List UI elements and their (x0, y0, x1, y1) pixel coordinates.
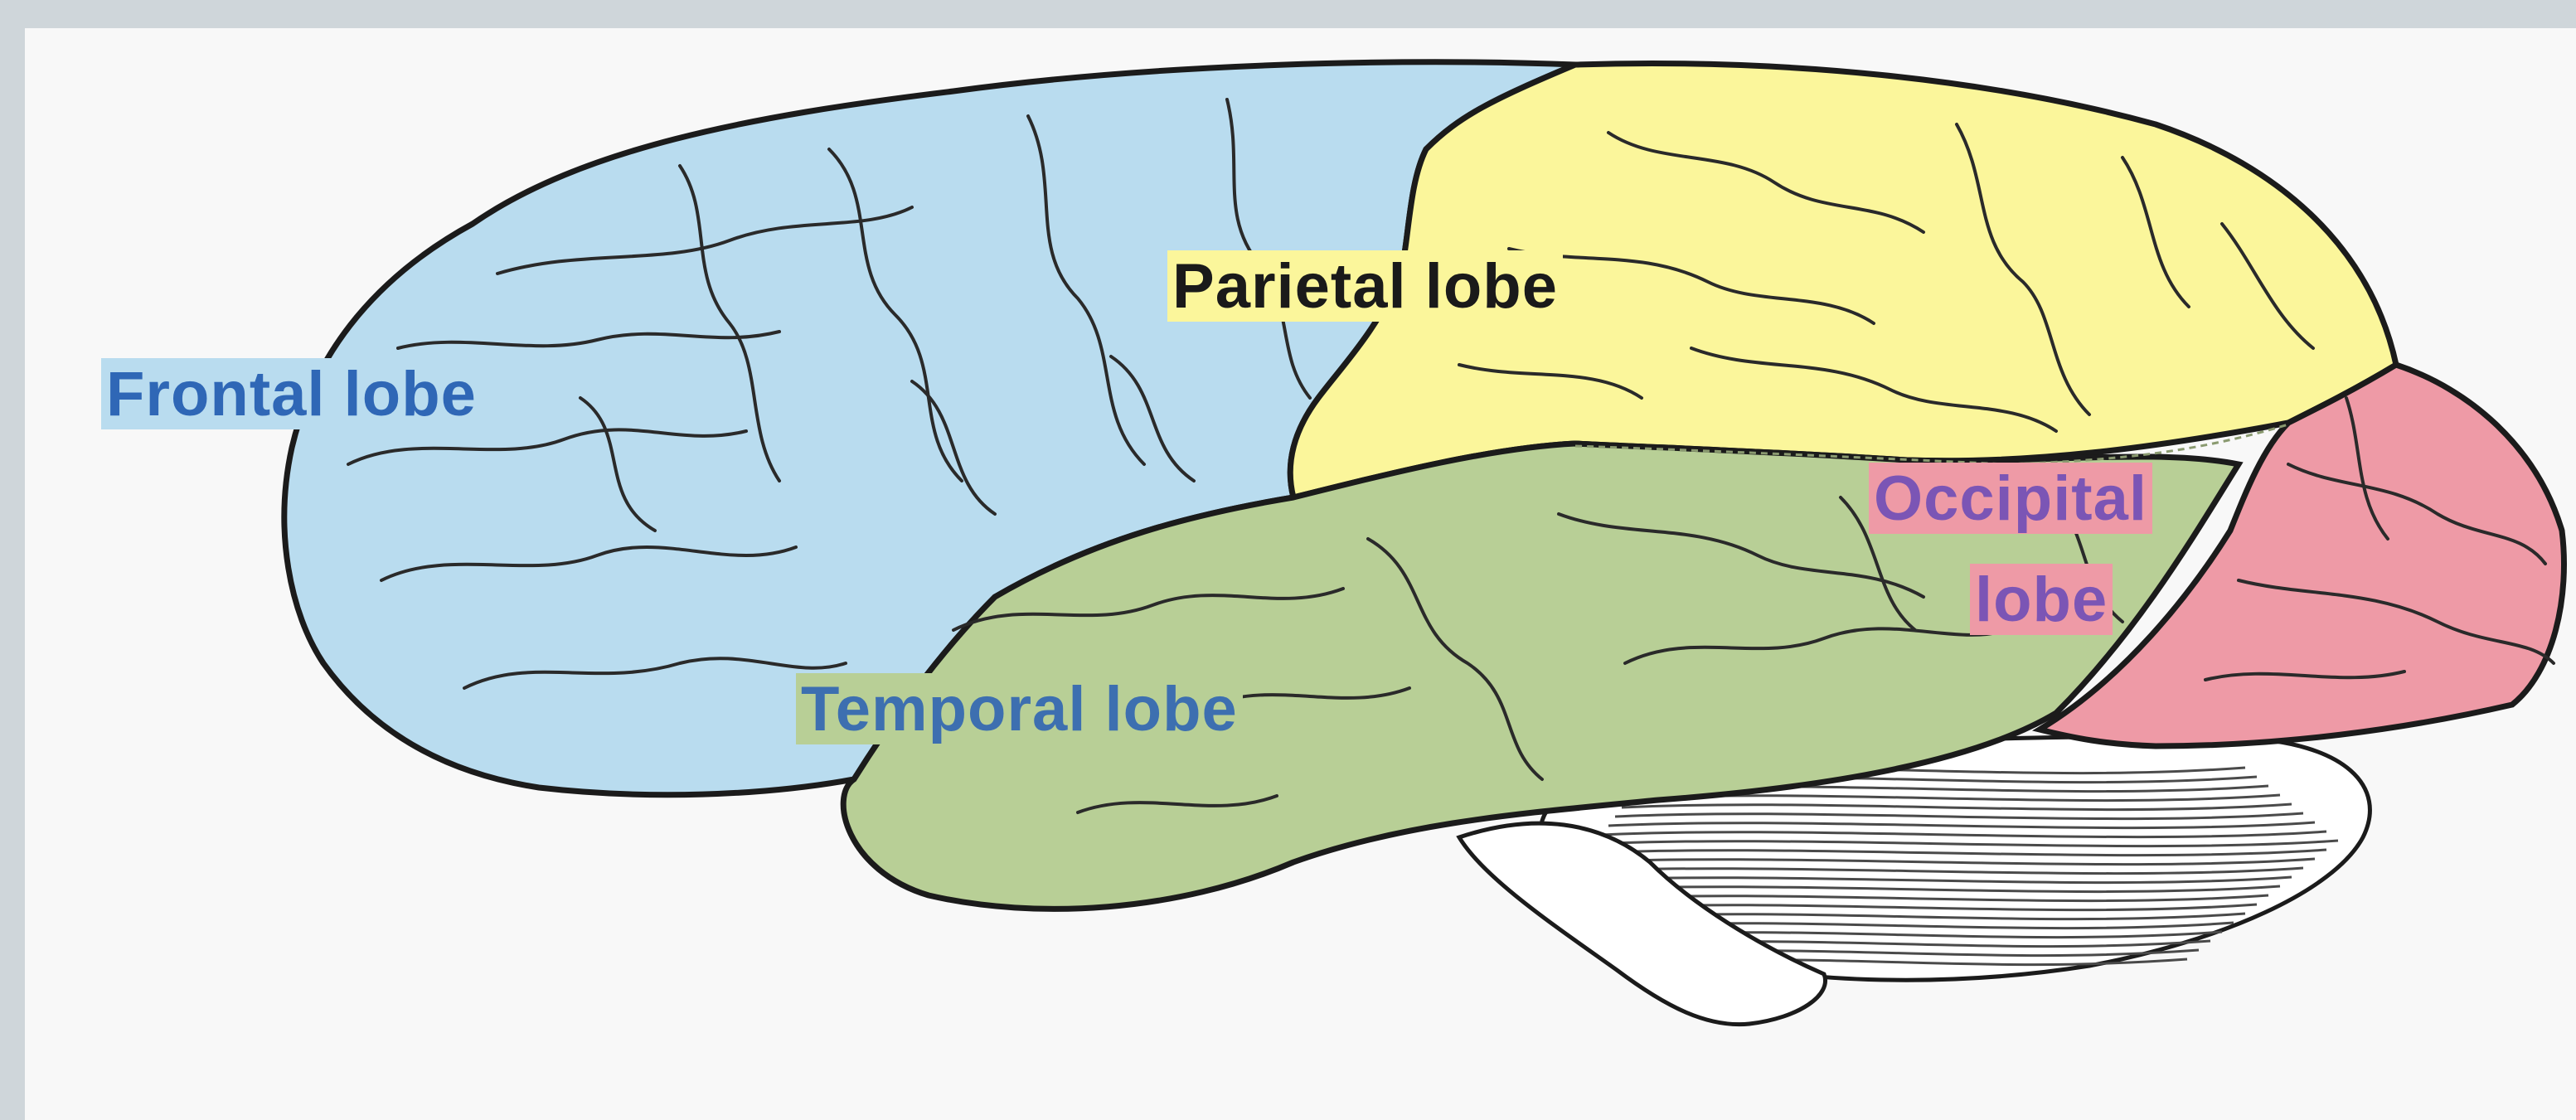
temporal-lobe-label: Temporal lobe (796, 673, 1243, 744)
parietal-lobe-label: Parietal lobe (1167, 250, 1563, 322)
occipital-lobe-label-line2: lobe (1970, 564, 2113, 635)
frontal-lobe-label: Frontal lobe (101, 358, 482, 429)
occipital-lobe-label-line1: Occipital (1869, 463, 2152, 534)
